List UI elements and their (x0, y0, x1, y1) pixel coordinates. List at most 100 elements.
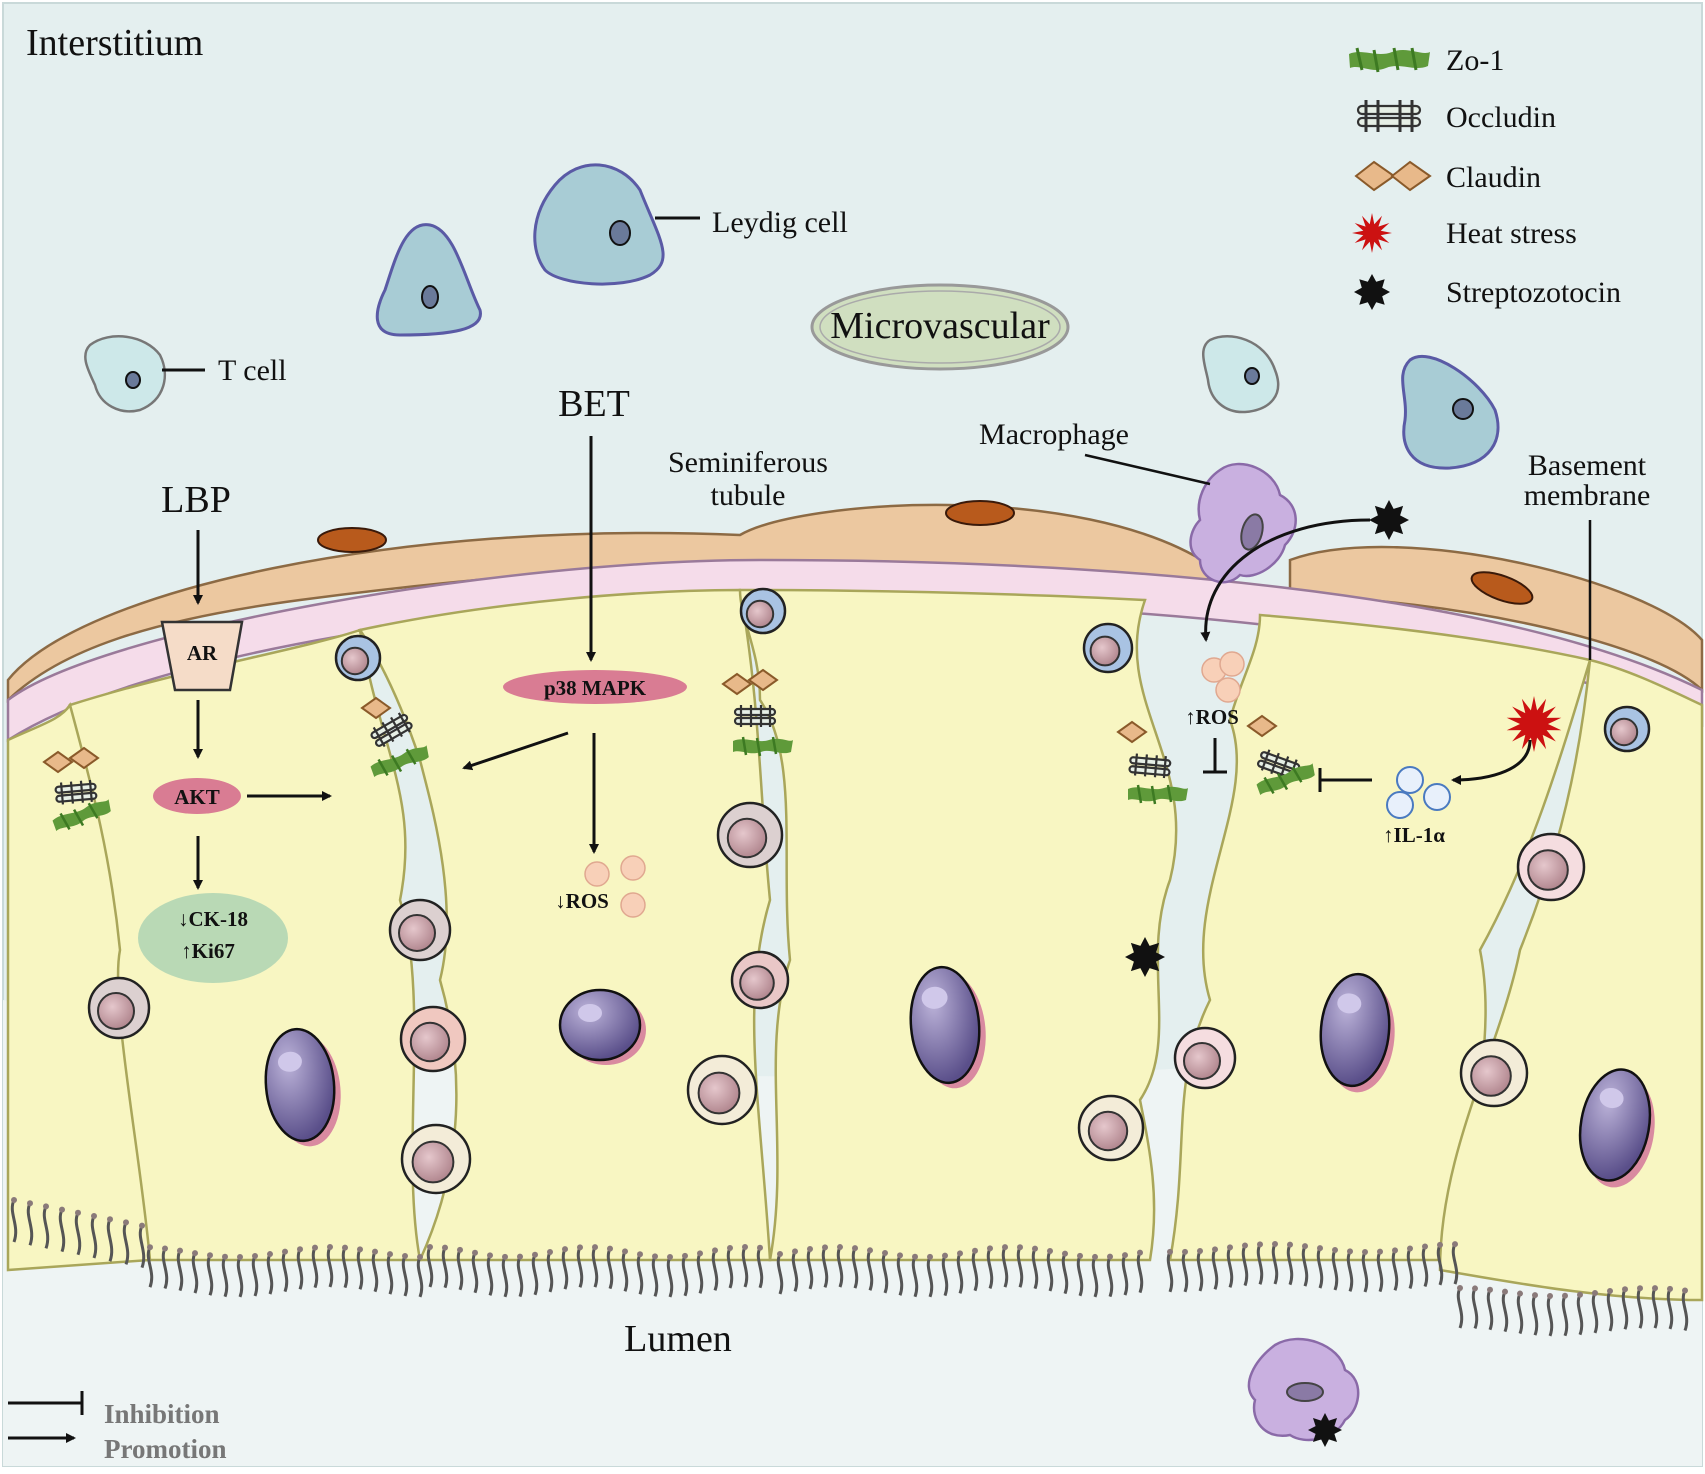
macrophage-leader (1084, 453, 1211, 486)
germ-cell (1173, 1026, 1237, 1090)
zo1-icon (733, 736, 793, 757)
legend-stz-label: Streptozotocin (1446, 276, 1621, 309)
t-cell-label: T cell (218, 354, 287, 387)
leydig-cell (533, 163, 665, 286)
basement-label-2: membrane (1524, 479, 1651, 512)
claudin-icon (721, 672, 753, 696)
claudin-icon (747, 668, 779, 692)
il1a-label: ↑IL-1α (1383, 823, 1445, 847)
myoid-nucleus (1470, 571, 1534, 605)
pathway-arrows (193, 436, 1532, 890)
microvascular-label: Microvascular (830, 305, 1050, 347)
t-cell (84, 335, 167, 413)
leydig-cell-label: Leydig cell (712, 206, 848, 239)
germ-cell (87, 976, 151, 1040)
microvascular: Microvascular (810, 283, 1070, 371)
ar-label: AR (187, 641, 218, 665)
interstitium-label: Interstitium (26, 22, 203, 64)
germ-cell (1082, 622, 1134, 674)
stz-to-ros-arrow (1200, 518, 1371, 642)
germ-cell (686, 1054, 758, 1126)
akt-node: AKT (153, 778, 241, 814)
lbp-label: LBP (161, 479, 231, 521)
macrophage-label: Macrophage (979, 418, 1129, 451)
streptozotocin-markers (1125, 500, 1409, 1447)
claudin-icon (42, 750, 74, 774)
streptozotocin-star (1125, 937, 1165, 977)
ros-down-label: ↓ROS (555, 889, 609, 913)
germ-cell (716, 801, 784, 869)
streptozotocin-icon (1354, 274, 1390, 310)
germ-cell (1603, 705, 1651, 753)
streptozotocin-star (1369, 500, 1409, 540)
zo1-icon (1128, 784, 1188, 805)
leydig-cell (1401, 354, 1500, 470)
tight-junction-group (1246, 714, 1315, 796)
il1a-cluster: ↑IL-1α (1383, 766, 1451, 847)
p38-mapk-node: p38 MAPK (503, 670, 687, 704)
occludin-icon (733, 705, 777, 727)
legend-claudin-label: Claudin (1446, 161, 1541, 194)
spermatid-tails (10, 1197, 1689, 1337)
ck18-ki67-node: ↓CK-18 ↑Ki67 (138, 893, 288, 983)
bet-label: BET (558, 383, 630, 425)
claudin-icon (68, 746, 100, 770)
myoid-nucleus (945, 500, 1015, 526)
claudin-icon (1116, 720, 1148, 744)
heat-stress-icon (1352, 213, 1392, 253)
myoid-nucleus (317, 527, 387, 553)
ar-receptor: AR (160, 620, 244, 692)
tight-junctions (42, 668, 1315, 832)
sertoli-cells (6, 588, 1704, 1302)
tight-junction-group (42, 746, 111, 832)
streptozotocin-star (1308, 1413, 1342, 1447)
legend: Zo-1 Occludin Claudin Heat stress Strept… (1349, 44, 1621, 310)
legend-zo1-label: Zo-1 (1446, 44, 1504, 77)
germ-cell (399, 1005, 467, 1073)
occludin-icon (1356, 100, 1422, 132)
arrow-key: Inhibition Promotion (8, 1391, 227, 1464)
claudin-icon (360, 696, 392, 720)
occludin-icon (370, 712, 413, 748)
tight-junction-group (1116, 720, 1188, 805)
leydig-cell (375, 223, 482, 337)
ki67-label: ↑Ki67 (181, 939, 235, 963)
legend-occludin-label: Occludin (1446, 101, 1556, 134)
germ-cell (400, 1123, 472, 1195)
occludin-icon (1128, 753, 1172, 779)
spermatids (264, 965, 1655, 1188)
promotion-key-label: Promotion (104, 1434, 227, 1464)
ros-up-cluster: ↑ROS (1185, 651, 1245, 729)
zo1-icon (370, 745, 429, 778)
germ-cell (1077, 1094, 1145, 1162)
tight-junction-group (721, 668, 793, 757)
seminiferous-label-2: tubule (711, 479, 786, 512)
inhibition-key-label: Inhibition (104, 1399, 220, 1429)
germ-cell (730, 950, 790, 1010)
seminiferous-label-1: Seminiferous (668, 446, 828, 479)
macrophage-cell (1247, 1337, 1360, 1442)
germ-cell (388, 898, 452, 962)
zo1-icon (1349, 47, 1430, 73)
ros-up-label: ↑ROS (1185, 705, 1239, 729)
ck18-label: ↓CK-18 (178, 907, 248, 931)
germ-cell (1516, 832, 1586, 902)
zo1-icon (1256, 763, 1315, 796)
zo1-icon (52, 799, 111, 832)
heat-stress-marker (1506, 696, 1562, 752)
heat-to-il1a-arrow (1451, 739, 1532, 785)
lumen-label: Lumen (624, 1318, 732, 1360)
claudin-icon (1354, 160, 1432, 192)
t-cell (1202, 335, 1280, 414)
basement-label-1: Basement (1528, 449, 1647, 482)
occludin-icon (54, 779, 98, 805)
germ-cells (87, 587, 1651, 1195)
p38-mapk-label: p38 MAPK (544, 676, 647, 700)
germ-cell (1459, 1038, 1529, 1108)
ros-down-cluster: ↓ROS (555, 855, 646, 918)
p38-to-tj-arrow (462, 731, 569, 771)
legend-heat-label: Heat stress (1446, 217, 1577, 250)
tight-junction-group (360, 696, 429, 778)
